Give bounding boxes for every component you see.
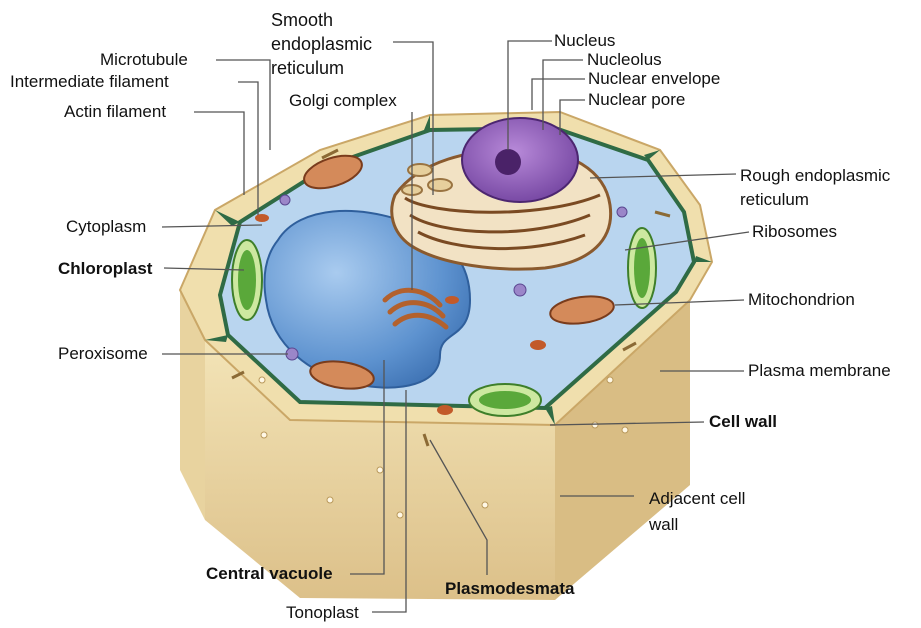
chloroplast-grana (238, 250, 256, 310)
leader-nuclear-envelope (532, 79, 585, 110)
wall-pit (622, 427, 628, 433)
wall-pit (482, 502, 488, 508)
leader-actin-filament (194, 112, 244, 195)
leader-microtubule (216, 60, 270, 150)
label-nucleolus: Nucleolus (587, 50, 662, 70)
label-cytoplasm: Cytoplasm (66, 217, 146, 237)
label-golgi-complex: Golgi complex (289, 91, 397, 111)
wall-pit (397, 512, 403, 518)
label-nuclear-envelope: Nuclear envelope (588, 69, 720, 89)
label-mitochondrion: Mitochondrion (748, 290, 855, 310)
wall-pit (592, 422, 598, 428)
label-actin-filament: Actin filament (64, 102, 166, 122)
label-chloroplast: Chloroplast (58, 259, 152, 279)
label-plasma-membrane: Plasma membrane (748, 361, 891, 381)
wall-pit (327, 497, 333, 503)
label-nuclear-pore: Nuclear pore (588, 90, 685, 110)
chloroplast-grana (479, 391, 531, 409)
label-peroxisome: Peroxisome (58, 344, 148, 364)
label-plasmodesmata: Plasmodesmata (445, 579, 574, 599)
label-central-vacuole: Central vacuole (206, 564, 333, 584)
vesicle (445, 296, 459, 304)
label-nucleus: Nucleus (554, 31, 615, 51)
label-microtubule: Microtubule (100, 50, 188, 70)
wall-pit (607, 377, 613, 383)
label-intermediate-filament: Intermediate filament (10, 72, 169, 92)
vesicle (530, 340, 546, 350)
label-cell-wall: Cell wall (709, 412, 777, 432)
label-tonoplast: Tonoplast (286, 603, 359, 623)
label-ribosomes: Ribosomes (752, 222, 837, 242)
wall-pit (261, 432, 267, 438)
peroxisome (617, 207, 627, 217)
peroxisome (280, 195, 290, 205)
wall-pit (259, 377, 265, 383)
peroxisome (514, 284, 526, 296)
vesicle (255, 214, 269, 222)
label-adjacent-cell-wall: Adjacent cell wall (649, 486, 769, 538)
vesicle (437, 405, 453, 415)
label-smooth-er: Smooth endoplasmic reticulum (271, 8, 401, 80)
label-rough-er: Rough endoplasmic reticulum (740, 164, 920, 212)
wall-pit (377, 467, 383, 473)
nucleolus (495, 149, 521, 175)
